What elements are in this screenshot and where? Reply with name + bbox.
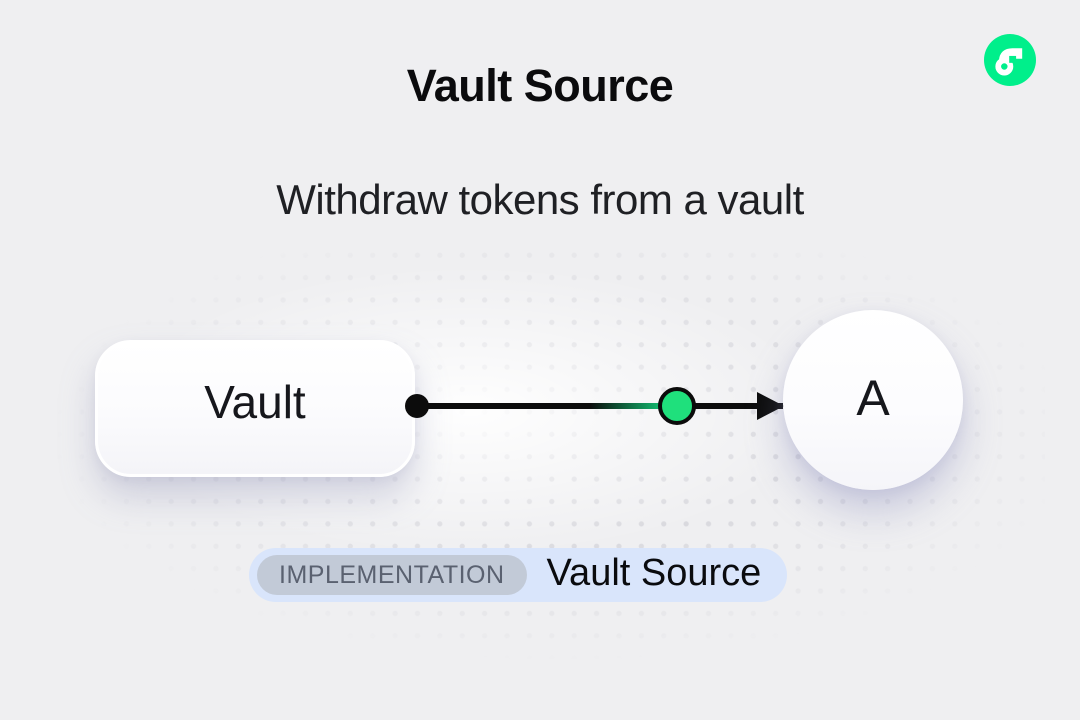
flow-logo-icon [984,34,1036,86]
implementation-badge-label: Vault Source [546,551,762,594]
account-node-label: A [856,370,890,426]
token-dot [658,387,696,425]
page-subtitle: Withdraw tokens from a vault [276,176,804,223]
vault-node-label: Vault [204,375,306,428]
arrowhead-icon [757,392,784,420]
edge-start-dot [405,394,429,418]
vault-node: Vault [95,340,415,477]
edge-green-trail [590,403,677,409]
implementation-badge: IMPLEMENTATION Vault Source [249,548,788,602]
account-node: A [783,310,963,490]
page-title: Vault Source [406,60,674,111]
implementation-tag: IMPLEMENTATION [257,555,527,595]
